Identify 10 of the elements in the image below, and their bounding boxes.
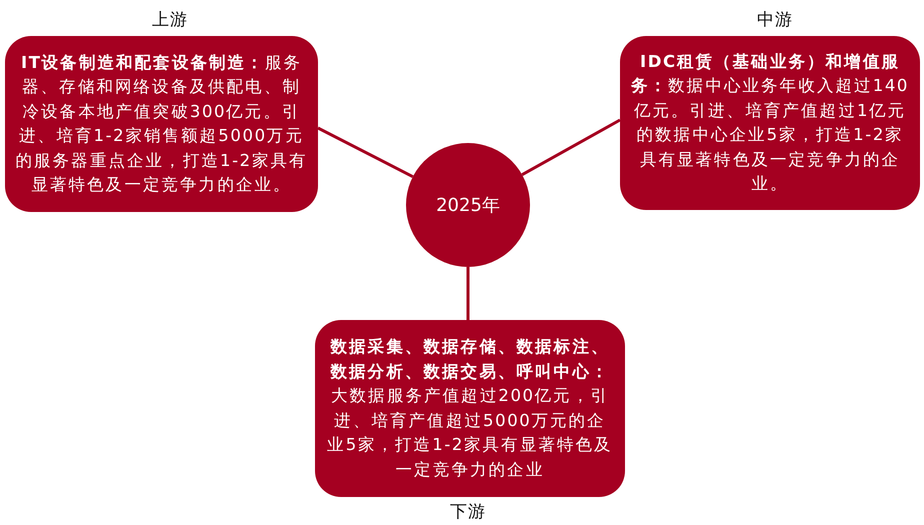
connector-line	[521, 118, 621, 176]
connector-line	[466, 267, 470, 320]
stage-box: IDC租赁（基础业务）和增值服务：数据中心业务年收入超过140亿元。引进、培育产值超过1亿元的数据中心企业5家，打造1-2家具有显著特色及一定竞争力的企业。	[620, 36, 920, 210]
year-circle: 2025年	[406, 143, 530, 267]
stage-heading: 中游	[757, 9, 793, 31]
stage-box: IT设备制造和配套设备制造：服务器、存储和网络设备及供配电、制冷设备本地产值突破300亿元。引进、培育1-2家销售额超5000万元的服务器重点企业，打造1-2家具有显著特色及一定竞争力的企业。	[5, 36, 318, 212]
stage-heading: 下游	[450, 501, 486, 523]
stage-box: 数据采集、数据存储、数据标注、数据分析、数据交易、呼叫中心：大数据服务产值超过200亿元，引进、培育产值超过5000万元的企业5家，打造1-2家具有显著特色及一定竞争力的企业	[315, 320, 625, 497]
connector-line	[317, 126, 414, 178]
stage-heading: 上游	[152, 9, 188, 31]
